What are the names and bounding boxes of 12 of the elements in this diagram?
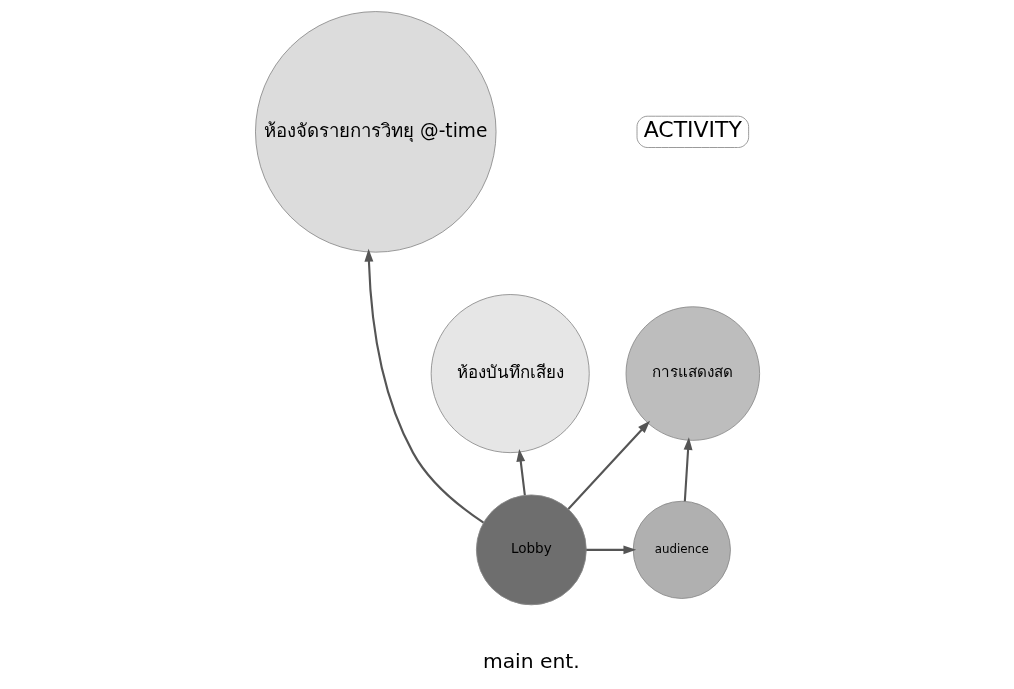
arrow [683, 437, 692, 502]
arrow [515, 448, 526, 496]
node-circle: ห้องบันทึกเสียง [430, 294, 590, 454]
node-circle: ห้องจัดรายการวิทยุ @-time [254, 11, 496, 253]
node-circle: audience [632, 500, 731, 599]
node-label: main ent. [482, 648, 580, 673]
node-circle: Lobby [475, 494, 587, 606]
arrow [585, 545, 636, 555]
node-circle: การแสดงสด [625, 306, 760, 441]
node-box: ACTIVITY [636, 115, 749, 148]
arrow [567, 420, 650, 510]
arrow [363, 248, 484, 524]
